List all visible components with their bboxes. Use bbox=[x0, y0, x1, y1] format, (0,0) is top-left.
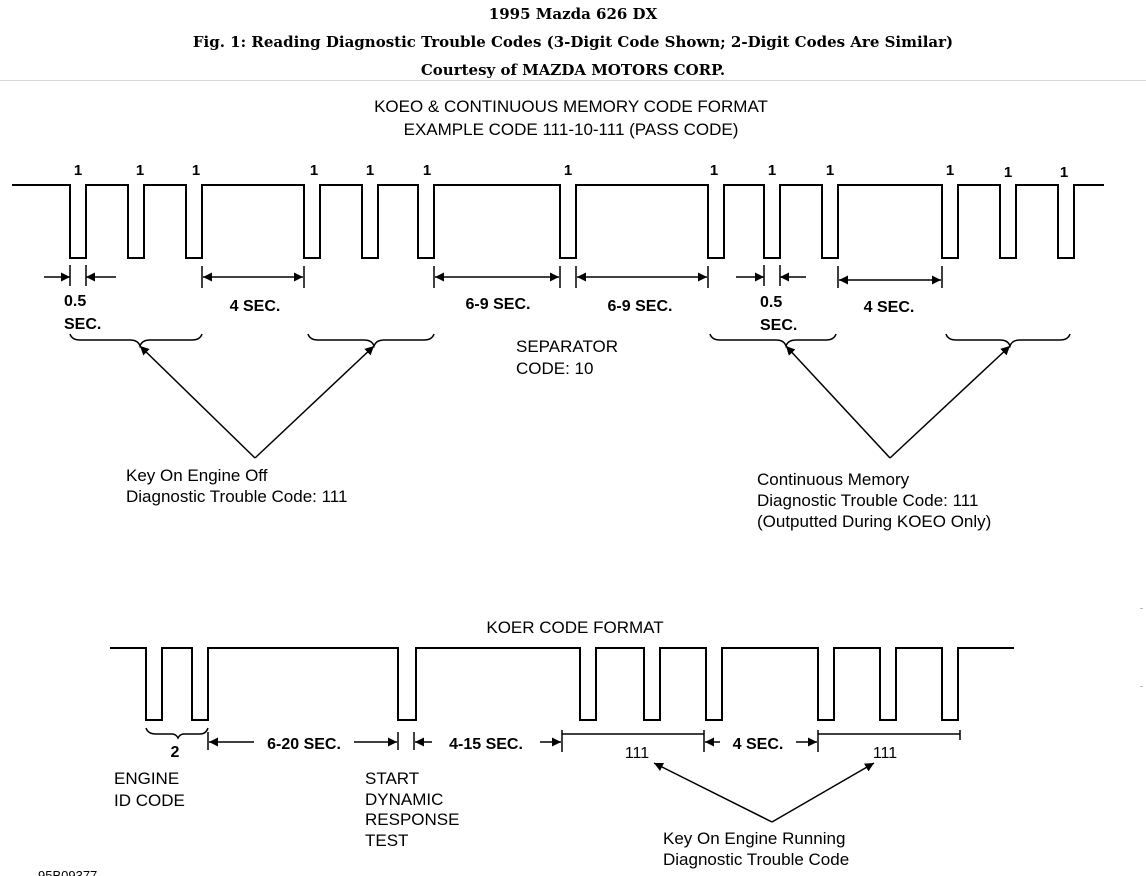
koeo-pulse-label: 1 bbox=[310, 162, 318, 179]
koeo-waveform bbox=[12, 184, 1104, 259]
koeo-half-sec-label: 0.5 bbox=[64, 293, 86, 310]
cm-half-sec-label: 0.5 bbox=[760, 294, 782, 311]
koer-code-111-label: 111 bbox=[873, 745, 897, 762]
cm-code-label: Continuous Memory bbox=[757, 470, 910, 489]
koer-timing-markers bbox=[207, 730, 961, 752]
start-test-label-4: TEST bbox=[365, 831, 408, 850]
koer-four-fifteen-label: 4-15 SEC. bbox=[449, 736, 523, 753]
koer-waveform bbox=[110, 647, 1014, 721]
koer-four-sec-label: 4 SEC. bbox=[733, 736, 784, 753]
header-vehicle: 1995 Mazda 626 DX bbox=[488, 5, 658, 23]
separator-code: CODE: 10 bbox=[516, 359, 593, 378]
header-courtesy: Courtesy of MAZDA MOTORS CORP. bbox=[420, 61, 726, 79]
koeo-code-label: Key On Engine Off bbox=[126, 466, 268, 485]
koeo-pulse-label: 1 bbox=[366, 162, 374, 179]
start-test-label-2: DYNAMIC bbox=[365, 790, 443, 809]
koeo-pulse-label: 1 bbox=[710, 162, 718, 179]
koeo-pulse-label: 1 bbox=[768, 162, 776, 179]
koeo-pulse-label: 1 bbox=[1004, 164, 1012, 181]
koeo-pulse-label: 1 bbox=[826, 162, 834, 179]
koeo-title-1: KOEO & CONTINUOUS MEMORY CODE FORMAT bbox=[374, 97, 768, 116]
start-test-label: START bbox=[365, 769, 419, 788]
koeo-pulse-label: 1 bbox=[1060, 164, 1068, 181]
koeo-six-nine-sec-label: 6-9 SEC. bbox=[608, 298, 673, 315]
start-test-label-3: RESPONSE bbox=[365, 810, 459, 829]
koer-title: KOER CODE FORMAT bbox=[486, 618, 663, 637]
figure-id: 95B09377 bbox=[38, 868, 97, 876]
engine-id-label: ENGINE bbox=[114, 769, 179, 788]
koeo-title-2: EXAMPLE CODE 111-10-111 (PASS CODE) bbox=[404, 120, 739, 139]
engine-id-label-2: ID CODE bbox=[114, 791, 185, 810]
cm-code-note: (Outputted During KOEO Only) bbox=[757, 512, 991, 531]
edge-marks bbox=[1140, 608, 1143, 687]
koeo-code-desc: Diagnostic Trouble Code: 111 bbox=[126, 487, 347, 506]
koeo-timing-markers bbox=[44, 265, 943, 288]
separator-label: SEPARATOR bbox=[516, 337, 618, 356]
koer-code-111-label: 111 bbox=[625, 745, 649, 762]
engine-id-value: 2 bbox=[171, 744, 180, 761]
koeo-pulse-label: 1 bbox=[136, 162, 144, 179]
koeo-pulse-label: 1 bbox=[74, 162, 82, 179]
koeo-six-nine-sec-label: 6-9 SEC. bbox=[466, 296, 531, 313]
koer-six-twenty-label: 6-20 SEC. bbox=[267, 736, 341, 753]
koeo-pulse-label: 1 bbox=[423, 162, 431, 179]
koeo-half-sec-unit: SEC. bbox=[64, 316, 101, 333]
koeo-pulse-label: 1 bbox=[946, 162, 954, 179]
koer-code-desc: Diagnostic Trouble Code bbox=[663, 850, 849, 869]
header-divider bbox=[0, 80, 1146, 81]
cm-half-sec-unit: SEC. bbox=[760, 317, 797, 334]
koeo-pulse-label: 1 bbox=[564, 162, 572, 179]
header-figure-title: Fig. 1: Reading Diagnostic Trouble Codes… bbox=[192, 33, 954, 51]
engine-id-brace bbox=[145, 727, 209, 740]
cm-four-sec-label: 4 SEC. bbox=[864, 299, 915, 316]
koer-code-label: Key On Engine Running bbox=[663, 829, 845, 848]
koeo-four-sec-label: 4 SEC. bbox=[230, 298, 281, 315]
cm-code-desc: Diagnostic Trouble Code: 111 bbox=[757, 491, 978, 510]
koeo-pulse-label: 1 bbox=[192, 162, 200, 179]
koer-callout-arrows bbox=[653, 762, 875, 823]
koeo-callout-arrows bbox=[139, 345, 1011, 459]
